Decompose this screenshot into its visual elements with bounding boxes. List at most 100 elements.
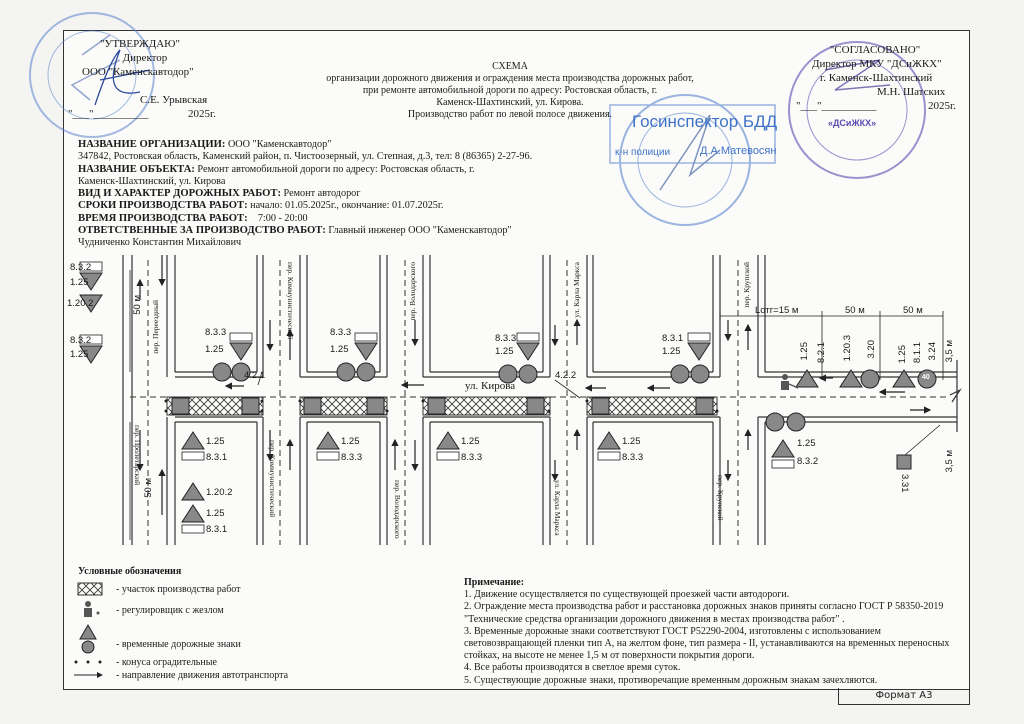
sign-label: 1.25	[70, 277, 89, 288]
street-label-kommunist: пер. Коммунистический	[286, 262, 295, 340]
police-stamp-title: Госинспектор БДД	[632, 112, 778, 131]
speed-limit-value: 40	[922, 374, 930, 381]
scheme-line4: Производство работ по левой полосе движе…	[407, 109, 613, 120]
sign-label: 8.1.1	[912, 342, 923, 364]
cones-symbol	[74, 660, 102, 664]
dimension-label: 50 м	[132, 295, 143, 315]
legend-title: Условные обозначения	[78, 566, 182, 577]
org-stamp	[29, 12, 155, 138]
kind-value: Ремонт автодорог	[281, 188, 361, 200]
work-zones	[166, 396, 718, 416]
dsizhkh-stamp-center: «ДСиЖКХ»	[828, 118, 877, 128]
street-label-kommunist-south: пер. Коммунистический	[268, 440, 277, 518]
temporary-signs	[79, 272, 937, 523]
object-value-cont: Каменск-Шахтинский, ул. Кирова	[78, 175, 226, 187]
note-line: световозвращающей пленки тип А, на желто…	[464, 638, 950, 650]
sign-label: 8.3.3	[341, 452, 363, 463]
agree-position: Директор МКУ "ДСиЖКХ"	[812, 58, 942, 70]
plate-signs	[79, 261, 795, 534]
dsizhkh-stamp	[788, 41, 926, 179]
sign-label-4-2-1: 4.2.1	[244, 370, 266, 381]
sign-label: 1.20.3	[842, 335, 853, 362]
sign-label: 1.25	[205, 344, 224, 355]
sign-label-4-2-2: 4.2.2	[555, 370, 577, 381]
street-label-marx: ул. Карла Маркса	[572, 262, 581, 318]
traffic-direction-arrows	[136, 255, 932, 515]
sign-label: 1.25	[70, 349, 89, 360]
drawing-frame	[63, 30, 970, 690]
sign-label: 1.20.2	[67, 298, 94, 309]
agree-name: М.Н. Шатских	[877, 86, 946, 98]
note-line: 4. Все работы производятся в светлое вре…	[464, 662, 681, 674]
traffic-controller-icon	[84, 601, 100, 617]
approve-year: 2025г.	[188, 108, 217, 120]
police-stamp	[609, 94, 776, 226]
sign-label: 8.3.3	[461, 452, 483, 463]
legend-item: - направление движения автотранспорта	[116, 670, 289, 681]
legend-item: - временные дорожные знаки	[116, 639, 241, 650]
sign-label: 3.31	[899, 474, 910, 493]
sign-label: 1.25	[341, 436, 360, 447]
scheme-line3: Каменск-Шахтинский, ул. Кирова.	[436, 97, 584, 108]
sign-label: 8.3.3	[622, 452, 644, 463]
approve-position: Директор	[122, 52, 168, 64]
traffic-controller-icon	[781, 374, 799, 390]
sign-label: 1.25	[797, 438, 816, 449]
dimension-label: 50 м	[143, 478, 154, 498]
sign-label: 1.25	[330, 344, 349, 355]
street-label-proletarsky: пер. Пролетарский	[133, 425, 142, 486]
street-label-marx-south: ул. Карла Маркса	[553, 480, 562, 536]
note-line: 2. Ограждение места производства работ и…	[464, 601, 944, 613]
note-line: 1. Движение осуществляется по существующ…	[464, 589, 790, 601]
sign-label: 1.25	[495, 346, 514, 357]
sign-label: 1.25	[897, 345, 908, 364]
org-address: 347842, Ростовская область, Каменский ра…	[78, 151, 533, 163]
format-label: Формат А3	[838, 688, 970, 705]
dimension-label: 3,5 м	[944, 340, 955, 363]
street-label-krupskoy: пер. Крупской	[742, 262, 751, 308]
sign-label: 1.25	[206, 436, 225, 447]
street-label-krupskoy-south: пер. Крупской	[716, 475, 725, 521]
sign-label: 3.24	[927, 342, 938, 361]
sign-label: 8.3.1	[206, 452, 228, 463]
terms-label: СРОКИ ПРОИЗВОДСТВА РАБОТ:	[78, 200, 248, 212]
sign-label: 8.3.3	[330, 327, 352, 338]
legend-item: - регулировщик с жезлом	[116, 605, 224, 616]
time-value: 7:00 - 20:00	[247, 212, 308, 224]
note-line: 5. Существующие дорожные знаки, противор…	[464, 674, 878, 686]
note-line: "Технические средства организации дорожн…	[464, 613, 845, 625]
terms-value: начало: 01.05.2025г., окончание: 01.07.2…	[247, 200, 444, 212]
org-value: ООО "Каменскавтодор"	[225, 139, 332, 150]
dimension-lines	[129, 270, 944, 540]
street-label-pereezdny: пер. Переездный	[151, 300, 160, 354]
work-zone-symbol	[77, 582, 103, 596]
legend-item: - конуса оградительные	[116, 657, 217, 668]
sign-label: 1.20.2	[206, 487, 233, 498]
note-line: 3. Временные дорожные знаки соответствую…	[464, 625, 881, 637]
time-label: ВРЕМЯ ПРОИЗВОДСТВА РАБОТ:	[78, 212, 248, 224]
kind-label: ВИД И ХАРАКТЕР ДОРОЖНЫХ РАБОТ:	[78, 188, 281, 200]
dimension-label: 50 м	[903, 305, 923, 316]
sign-label: 1.25	[206, 508, 225, 519]
approve-signature	[94, 49, 151, 106]
sign-label: 8.3.2	[70, 335, 92, 346]
sign-label: 8.3.3	[205, 327, 227, 338]
dimension-label: Lотг=15 м	[755, 305, 799, 316]
notes: Примечание: 1. Движение осуществляется п…	[464, 577, 949, 687]
project-info: НАЗВАНИЕ ОРГАНИЗАЦИИ: ООО "Каменскавтодо…	[78, 139, 532, 250]
agree-year: 2025г.	[928, 100, 957, 112]
note-line: стойках, на высоте не менее 1,5 м от пов…	[464, 650, 755, 662]
legend-symbols	[74, 582, 103, 678]
approve-name: С.Е. Урывская	[140, 94, 208, 106]
resp-value: Главный инженер ООО "Каменскавтодор"	[325, 225, 512, 237]
scheme-line1: организации дорожного движения и огражде…	[326, 73, 694, 84]
police-stamp-name: Д.А.Матевосян	[700, 145, 777, 157]
street-label-volodarsky: пер. Володарского	[408, 262, 417, 321]
agree-title: "СОГЛАСОВАНО"	[829, 44, 921, 56]
notes-title: Примечание:	[464, 577, 525, 588]
resp-label: ОТВЕТСТВЕННЫЕ ЗА ПРОИЗВОДСТВО РАБОТ:	[78, 225, 326, 237]
org-label: НАЗВАНИЕ ОРГАНИЗАЦИИ:	[78, 139, 226, 150]
object-value: Ремонт автомобильной дороги по адресу: Р…	[194, 163, 475, 175]
